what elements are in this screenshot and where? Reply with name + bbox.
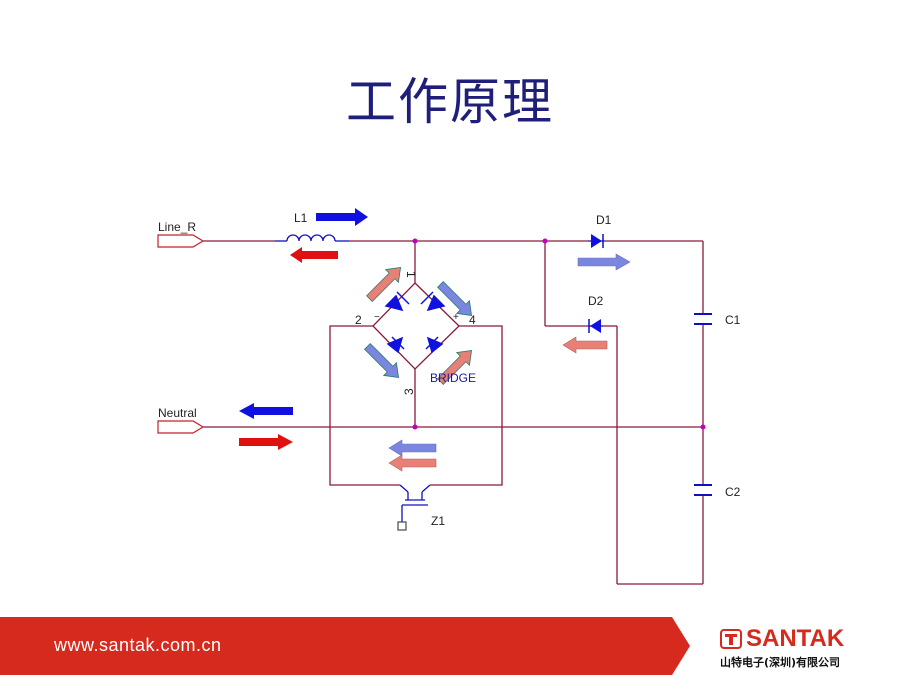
santak-logo-icon [720,629,742,649]
arrow-bridge-ll-lightblue [364,343,400,379]
footer: www.santak.com.cn SANTAK 山特电子(深圳)有限公司 [0,617,900,675]
wire-bridge-left [329,325,400,486]
bridge-diamond [372,282,460,370]
company-name: 山特电子(深圳)有限公司 [720,656,841,669]
bridge-diode-ul [384,291,410,312]
terminal-neutral [157,420,205,434]
arrow-l1-left-red [290,247,338,263]
nodes [412,238,706,430]
wires [203,240,704,585]
bridge-diode-lr [425,336,444,354]
label-pin3: 3 [402,388,416,395]
inductor-l1 [275,234,349,242]
footer-red-band [0,617,690,675]
label-l1: L1 [294,211,308,225]
santak-logo: SANTAK 山特电子(深圳)有限公司 [718,623,888,671]
label-pin2: 2 [355,313,362,327]
arrow-l1-right-blue [316,208,368,226]
terminal-line-r [157,234,205,248]
arrow-z1-left-lightblue [388,439,437,457]
diode-d1 [588,234,605,248]
label-neutral: Neutral [158,406,197,420]
node-neutral-bridge [412,424,418,430]
wire-bridge-right [430,325,503,486]
arrow-neutral-right-red [239,434,293,450]
label-c1: C1 [725,313,741,327]
circuit-diagram: Line_R Neutral L1 D1 D2 C1 C2 Z1 BRIDGE … [157,208,741,585]
footer-url[interactable]: www.santak.com.cn [54,635,222,655]
label-d1: D1 [596,213,612,227]
label-pin1: 1 [404,271,418,278]
arrow-bridge-ur-lightblue [437,281,473,317]
label-d2: D2 [588,294,604,308]
arrow-neutral-left-blue [239,403,293,419]
node-top-d2 [542,238,548,244]
arrow-d1-right-lightblue [577,253,631,271]
label-c2: C2 [725,485,741,499]
flow-arrows [239,208,631,472]
label-z1: Z1 [431,514,445,528]
bridge-diodes [384,291,446,354]
arrow-bridge-lr-salmon [437,349,473,385]
label-plus: + [453,312,459,323]
slide-title: 工作原理 [346,73,554,131]
arrow-z1-left-salmon [388,454,437,472]
label-line-r: Line_R [158,220,196,234]
diode-d2 [588,319,603,333]
igbt-z1 [397,484,431,531]
arrow-d2-left-salmon [562,336,608,354]
label-minus: − [374,312,380,323]
bridge-diode-ll [386,336,405,354]
label-bridge: BRIDGE [430,371,476,385]
capacitor-c2 [694,484,712,496]
capacitor-c1 [694,313,712,325]
brand-name: SANTAK [746,625,845,652]
bridge-diode-ur [420,291,446,312]
arrow-bridge-ul-salmon [366,266,402,302]
node-neutral-right [700,424,706,430]
label-pin4: 4 [469,313,476,327]
node-top-bridge [412,238,418,244]
